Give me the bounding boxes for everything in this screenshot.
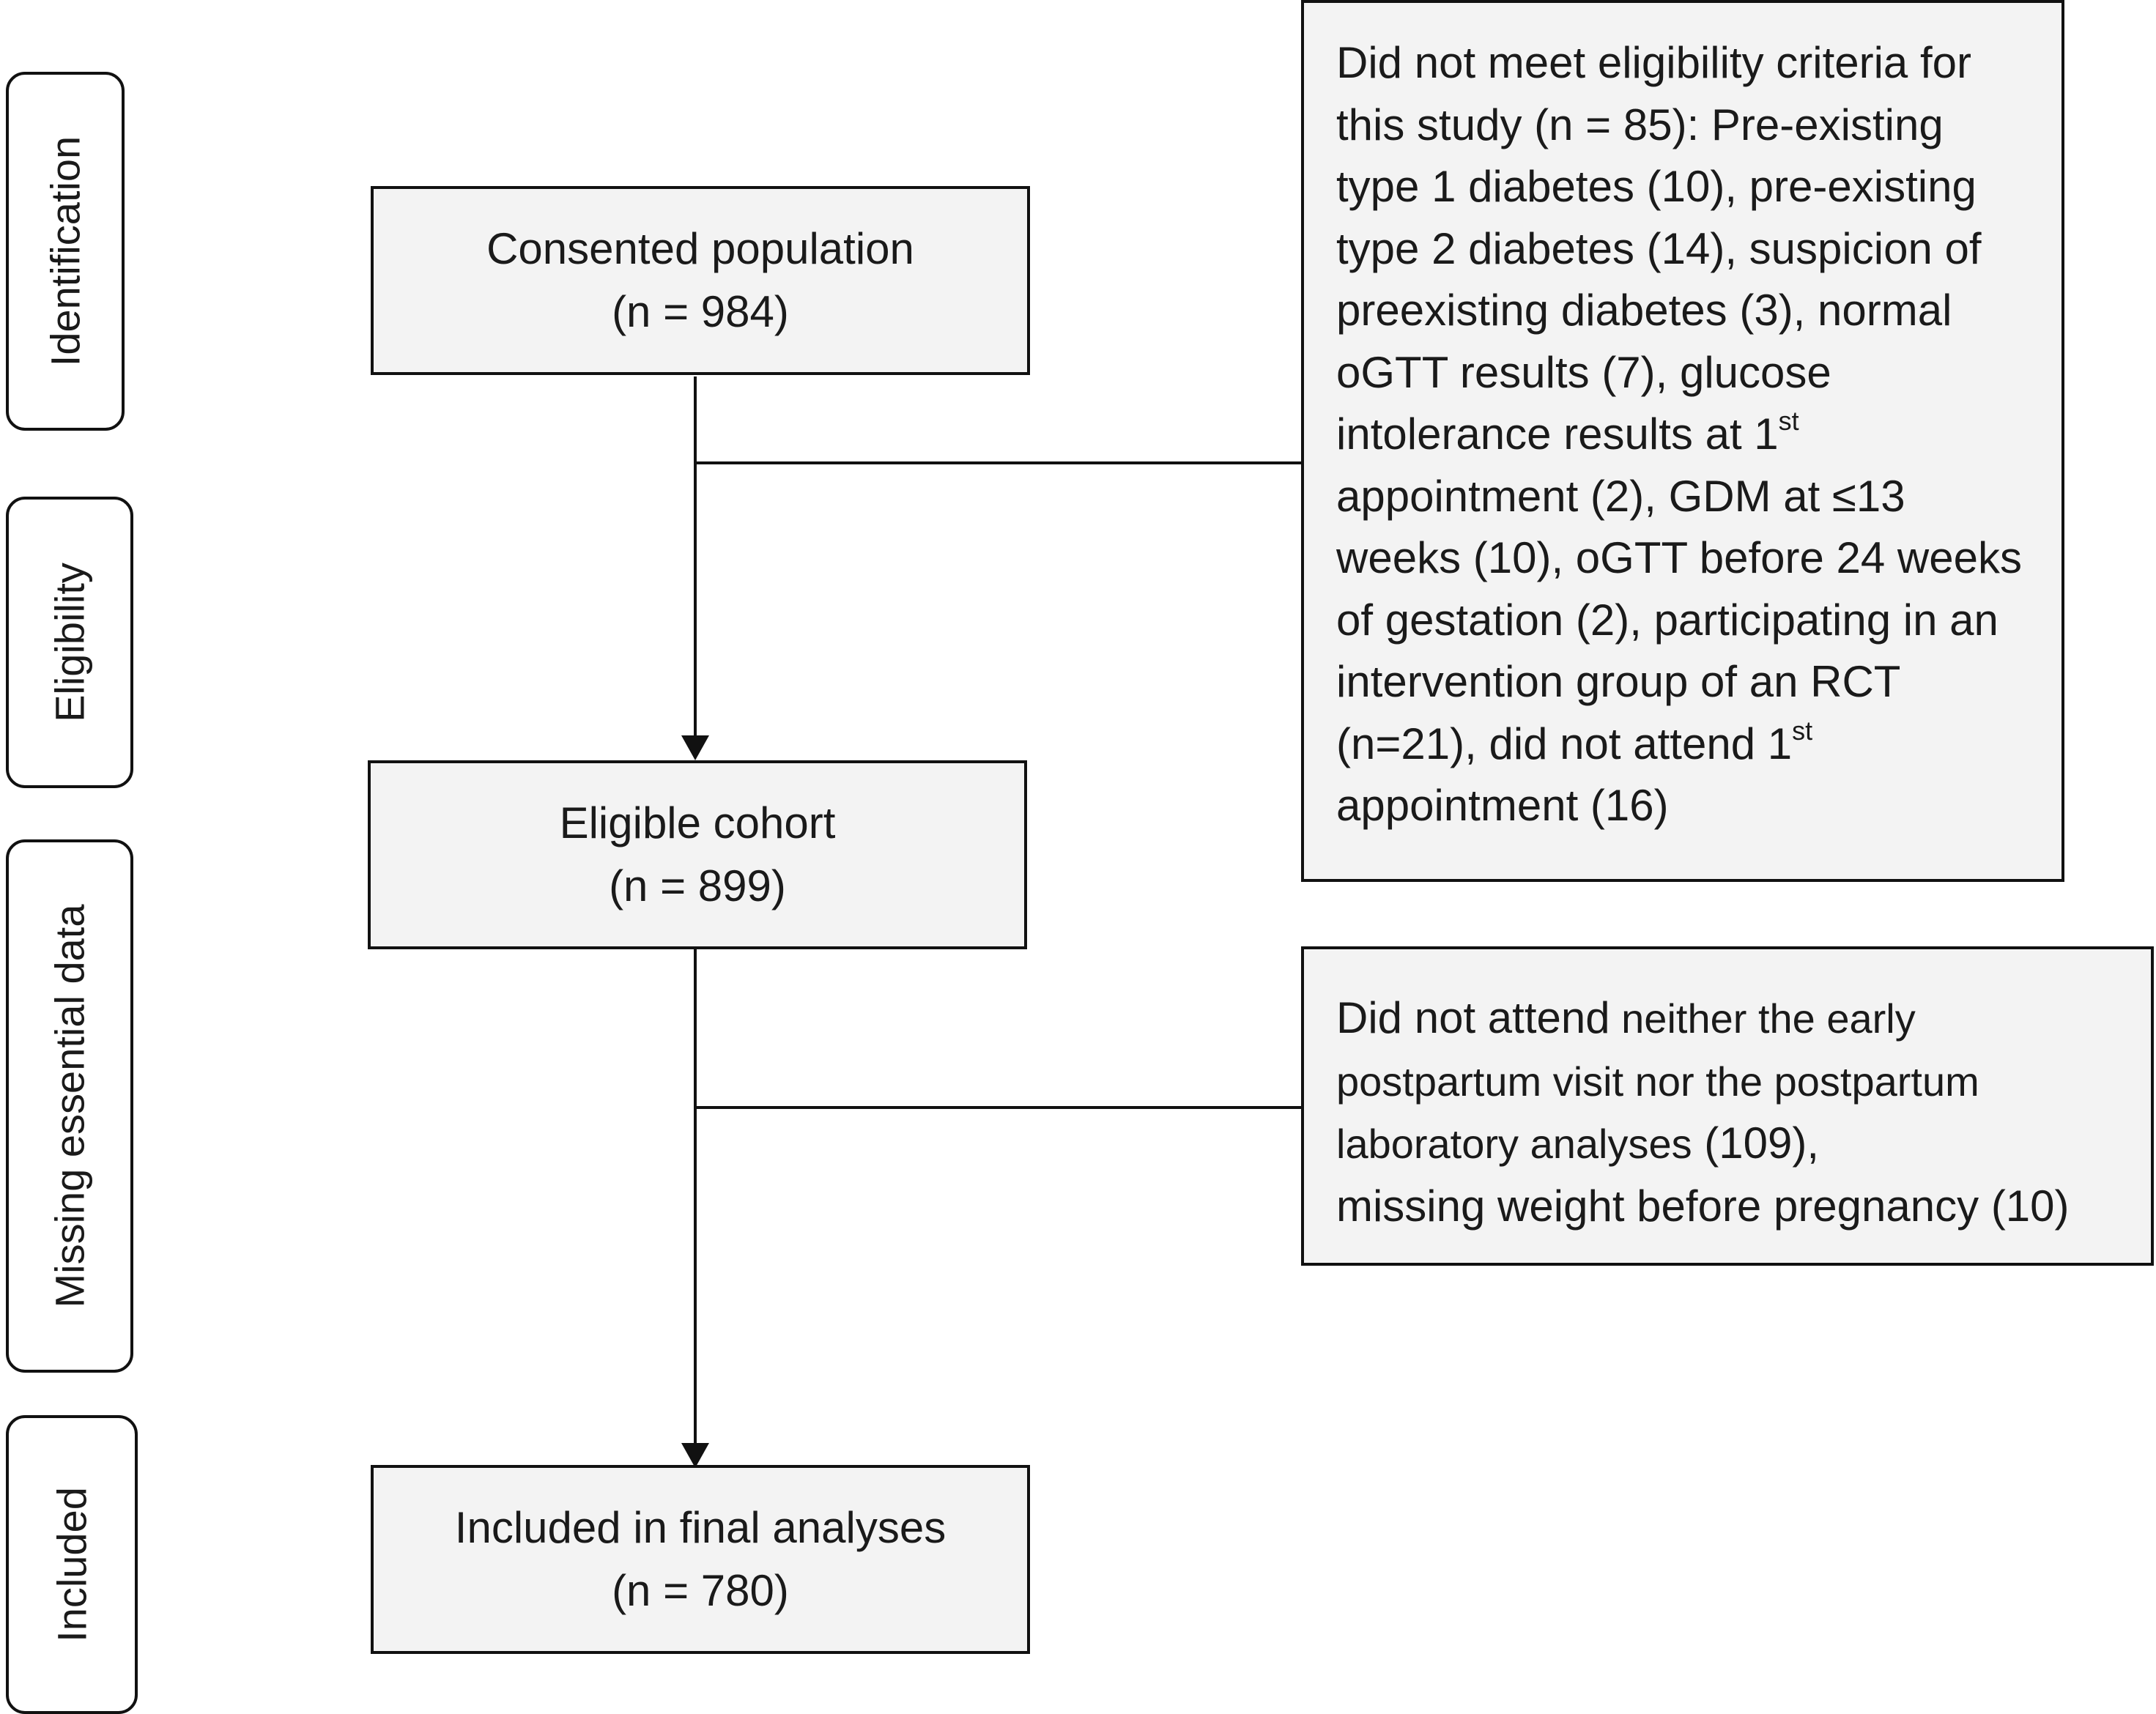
stage-eligibility: Eligibility (6, 497, 133, 788)
stage-missing-essential-data: Missing essential data (6, 839, 133, 1373)
exclusion-eligibility-box: Did not meet eligibility criteria for th… (1301, 0, 2064, 882)
arrowhead-to-eligible (681, 735, 709, 760)
eligible-cohort-title: Eligible cohort (559, 798, 836, 847)
arrowhead-to-included (681, 1443, 709, 1468)
consented-population-box: Consented population (n = 984) (371, 186, 1030, 375)
exclusion-missing-line2: missing weight before pregnancy (10) (1336, 1181, 2070, 1231)
included-final-box: Included in final analyses (n = 780) (371, 1465, 1030, 1654)
exclusion-missing-line1: Did not attend neither the early postpar… (1336, 993, 1979, 1168)
consented-population-count: (n = 984) (612, 287, 789, 336)
stage-included: Included (6, 1415, 138, 1714)
exclusion-missing-data-box: Did not attend neither the early postpar… (1301, 946, 2154, 1266)
included-final-title: Included in final analyses (454, 1503, 947, 1552)
stage-identification: Identification (6, 72, 125, 431)
consented-population-title: Consented population (486, 224, 914, 273)
eligible-cohort-box: Eligible cohort (n = 899) (368, 760, 1027, 949)
superscript-st-2: st (1792, 715, 1813, 746)
superscript-st-1: st (1778, 406, 1799, 436)
exclusion-eligibility-text: Did not meet eligibility criteria for th… (1336, 38, 2022, 830)
included-final-count: (n = 780) (612, 1566, 789, 1615)
eligible-cohort-count: (n = 899) (609, 861, 786, 910)
